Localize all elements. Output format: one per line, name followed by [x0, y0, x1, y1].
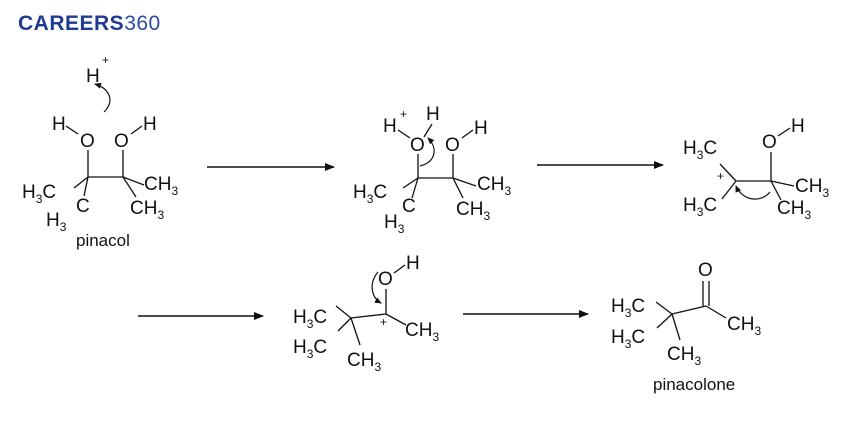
structure-pinacolone: O H3C H3C CH3 CH3 pinacolone — [611, 260, 761, 394]
bond — [385, 313, 407, 326]
bond — [770, 180, 795, 187]
structure-pinacol: H + H O O H H3C CH3 CH3 C H3 pinacol — [22, 53, 178, 250]
atom-o: O — [410, 135, 425, 156]
group-ch3: CH3 — [477, 174, 511, 198]
bond — [461, 129, 474, 139]
atom-h: H — [474, 118, 488, 139]
atom-o: O — [378, 269, 393, 290]
atom-h: H — [406, 253, 420, 274]
atom-c: C — [402, 196, 416, 217]
atom-c: C — [76, 196, 90, 217]
caption-pinacol: pinacol — [76, 231, 130, 250]
group-h3: H3 — [46, 210, 67, 234]
bond — [777, 127, 791, 137]
atom-h: H — [426, 104, 440, 125]
group-h3c: H3C — [683, 195, 717, 219]
curved-arrow — [371, 271, 382, 304]
caption-pinacolone: pinacolone — [653, 375, 735, 394]
bond — [83, 176, 89, 197]
charge-plus: + — [102, 53, 109, 67]
group-ch3: CH3 — [405, 320, 439, 344]
bond — [65, 125, 79, 135]
charge-plus: + — [717, 169, 724, 183]
bond — [73, 176, 89, 189]
atom-o: O — [80, 131, 95, 152]
group-h3: H3 — [384, 212, 405, 236]
group-h3c: H3C — [683, 138, 717, 162]
bond — [452, 177, 477, 187]
bond — [452, 177, 464, 199]
group-ch3: CH3 — [777, 198, 811, 222]
bond — [770, 180, 782, 201]
bond — [705, 305, 727, 319]
bond — [721, 180, 737, 200]
charge-plus: + — [400, 107, 407, 121]
atom-o: O — [698, 260, 713, 281]
bond — [402, 177, 419, 189]
bond — [393, 264, 406, 274]
bond — [350, 317, 361, 346]
bond — [397, 129, 411, 139]
group-h3c: H3C — [611, 327, 645, 351]
bond — [656, 313, 673, 329]
group-h3c: H3C — [293, 307, 327, 331]
group-ch3: CH3 — [667, 344, 701, 368]
atom-o: O — [445, 135, 460, 156]
curved-arrow — [94, 82, 111, 113]
atom-o: O — [762, 132, 777, 153]
group-ch3: CH3 — [795, 176, 829, 200]
bond — [671, 305, 707, 315]
brand-part1: CAREERS — [18, 12, 125, 35]
bond — [122, 176, 145, 186]
atom-h: H — [143, 114, 157, 135]
atom-h: H — [52, 114, 66, 135]
group-h3c: H3C — [353, 182, 387, 206]
bond — [130, 125, 143, 135]
group-h3c: H3C — [611, 296, 645, 320]
group-ch3: CH3 — [144, 174, 178, 198]
group-h3c: H3C — [22, 182, 56, 206]
bond — [350, 313, 387, 319]
bond — [335, 305, 352, 319]
charge-plus: + — [380, 315, 387, 329]
group-ch3: CH3 — [130, 198, 164, 222]
group-h3c: H3C — [293, 337, 327, 361]
brand-part2: 360 — [124, 12, 161, 35]
group-ch3: CH3 — [456, 199, 490, 223]
bond — [122, 176, 137, 198]
bond — [337, 317, 352, 332]
bond — [411, 177, 419, 199]
structure-protonated: H + H O O H H3C CH3 CH3 C H3 — [353, 104, 511, 236]
brand-logo: CAREERS360 — [18, 12, 161, 36]
atom-h: H — [86, 66, 100, 87]
atom-h: H — [791, 116, 805, 137]
atom-o: O — [114, 131, 129, 152]
group-ch3: CH3 — [727, 314, 761, 338]
structure-rearranged: O H + H3C H3C CH3 CH3 — [293, 253, 439, 374]
bond — [671, 313, 681, 341]
curved-arrow — [419, 137, 435, 167]
atom-h: H — [383, 116, 397, 137]
bond — [655, 301, 673, 315]
curved-arrow — [735, 185, 771, 200]
group-ch3: CH3 — [347, 350, 381, 374]
structure-carbocation: O H + H3C H3C CH3 CH3 — [683, 116, 829, 222]
bond — [719, 163, 737, 182]
bond — [423, 123, 433, 138]
